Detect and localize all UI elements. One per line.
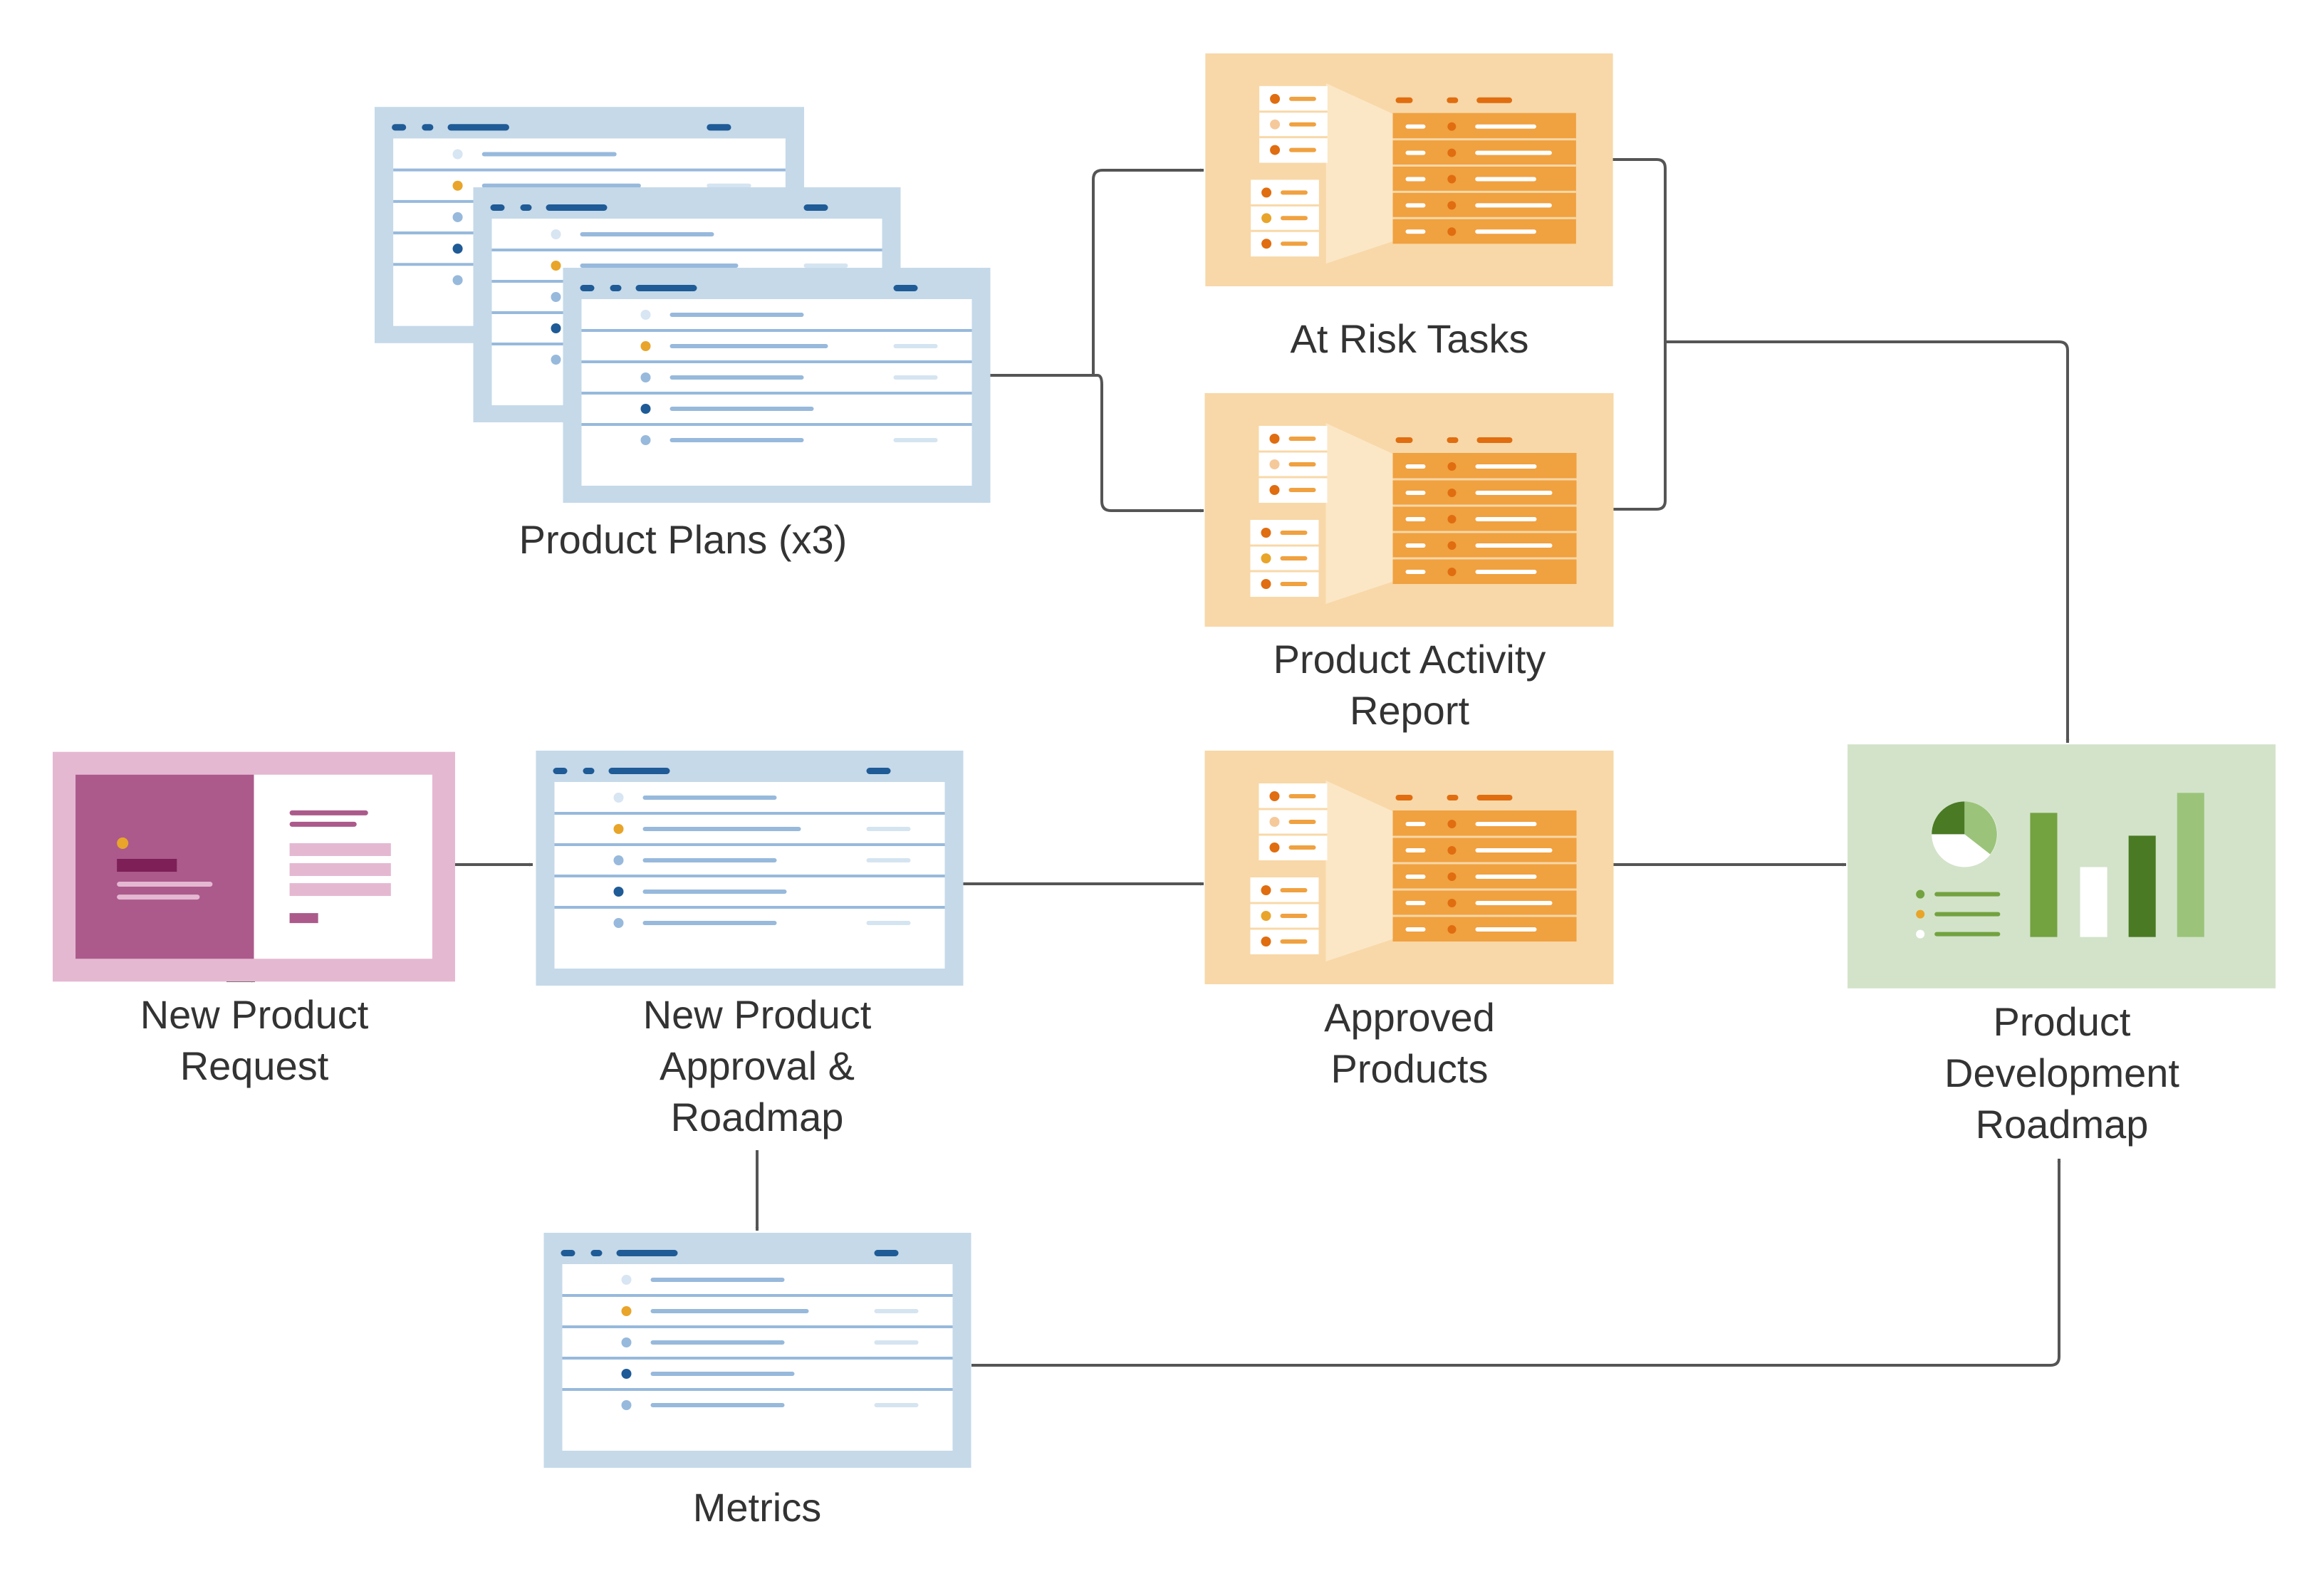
node-at-risk-tasks: At Risk Tasks	[1205, 53, 1612, 361]
connector-plans-to-at-risk	[989, 168, 1204, 377]
node-product-plans: Product Plans (x3)	[375, 107, 991, 562]
node-metrics: Metrics	[544, 1233, 971, 1530]
form-icon	[53, 751, 455, 982]
dashboard-icon	[1848, 744, 2276, 989]
grid-sheet-icon	[536, 751, 964, 986]
connector-at-risk-join	[1612, 158, 1667, 511]
report-icon	[1205, 53, 1612, 301]
node-label-product-plans: Product Plans (x3)	[519, 517, 848, 562]
grid-sheet-icon	[563, 268, 991, 503]
node-label-at-risk-tasks: At Risk Tasks	[1290, 316, 1528, 361]
report-icon	[1205, 393, 1614, 641]
node-label-metrics: Metrics	[693, 1485, 821, 1530]
connector-metrics-to-roadmap	[971, 1158, 2061, 1367]
grid-sheet-icon	[544, 1233, 971, 1468]
connector-risk-activity-to-roadmap	[1665, 340, 2070, 744]
report-icon	[1205, 751, 1614, 998]
connector-plans-to-activity	[1093, 374, 1204, 513]
